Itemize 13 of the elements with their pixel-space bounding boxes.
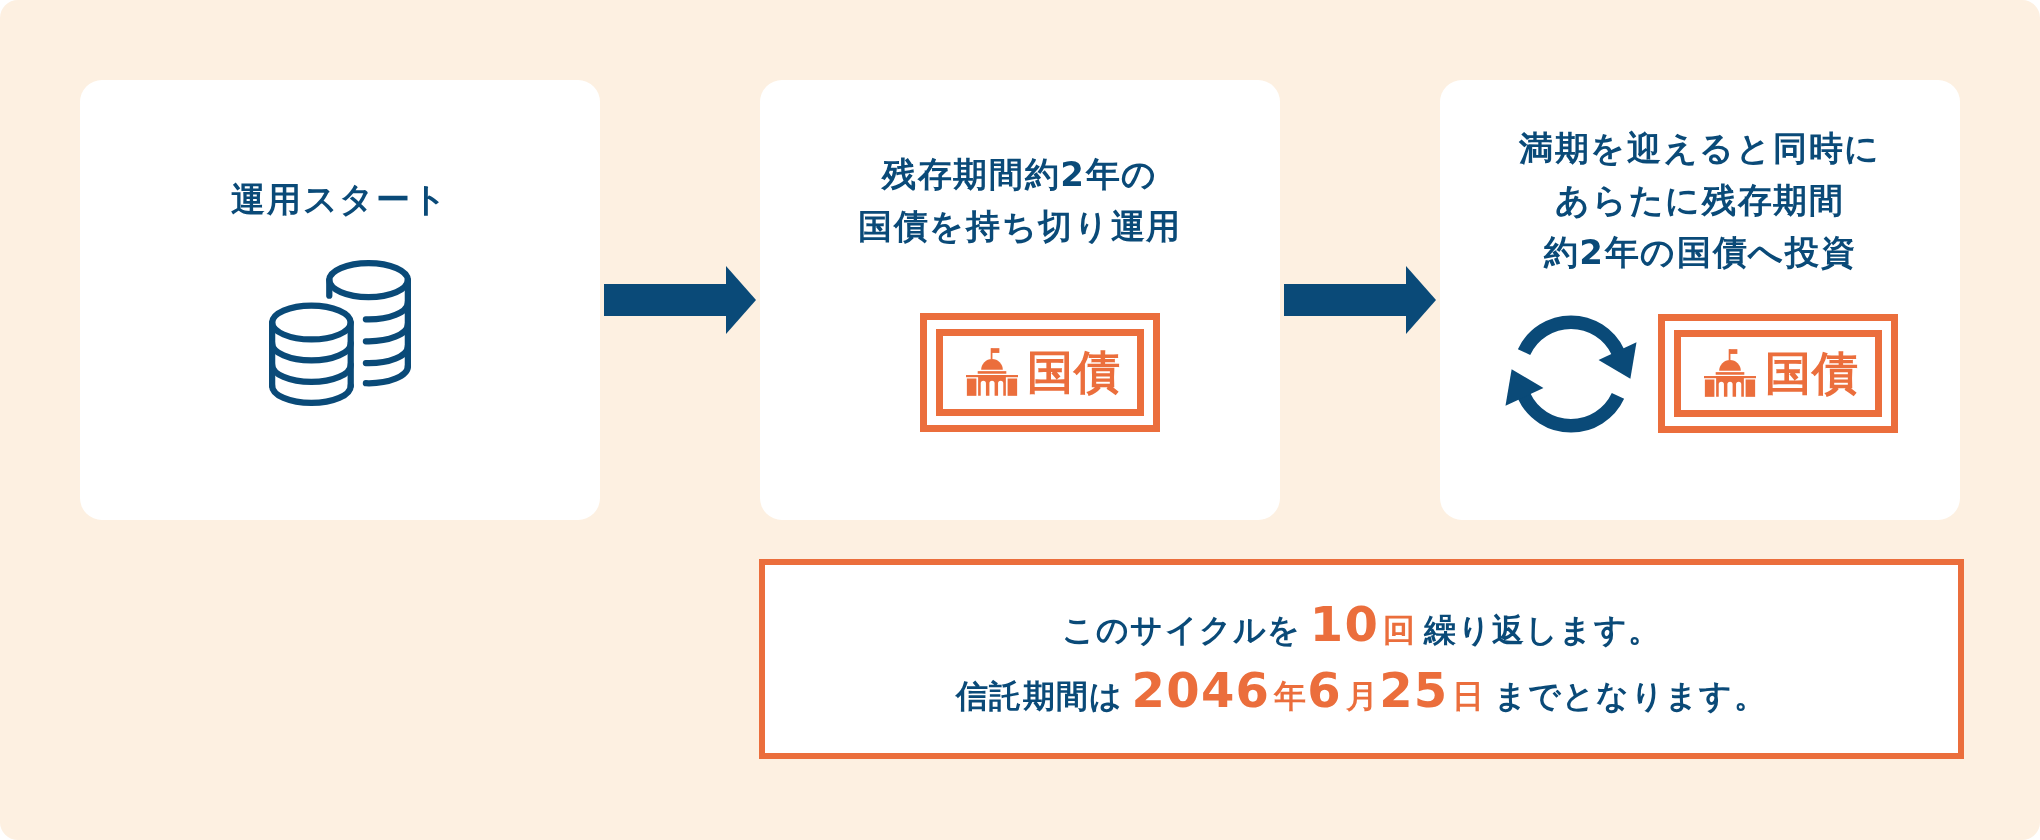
- step-title: 残存期間約2年の国債を持ち切り運用: [857, 153, 1183, 248]
- note-panel: [759, 559, 1964, 759]
- bond-certificate: [1658, 314, 1898, 433]
- bond-certificate: [920, 313, 1160, 432]
- step-title: 満期を迎えると同時にあらたに残存期間約2年の国債へ投資: [1519, 127, 1881, 274]
- bond-title: 国債: [1765, 349, 1859, 397]
- arrow: [604, 266, 756, 334]
- step-title: 運用スタート: [231, 178, 449, 221]
- bond-title: 国債: [1027, 348, 1121, 396]
- step-card: [1440, 80, 1960, 520]
- arrow: [1284, 266, 1436, 334]
- step-card: [80, 80, 600, 520]
- step-card: [760, 80, 1280, 520]
